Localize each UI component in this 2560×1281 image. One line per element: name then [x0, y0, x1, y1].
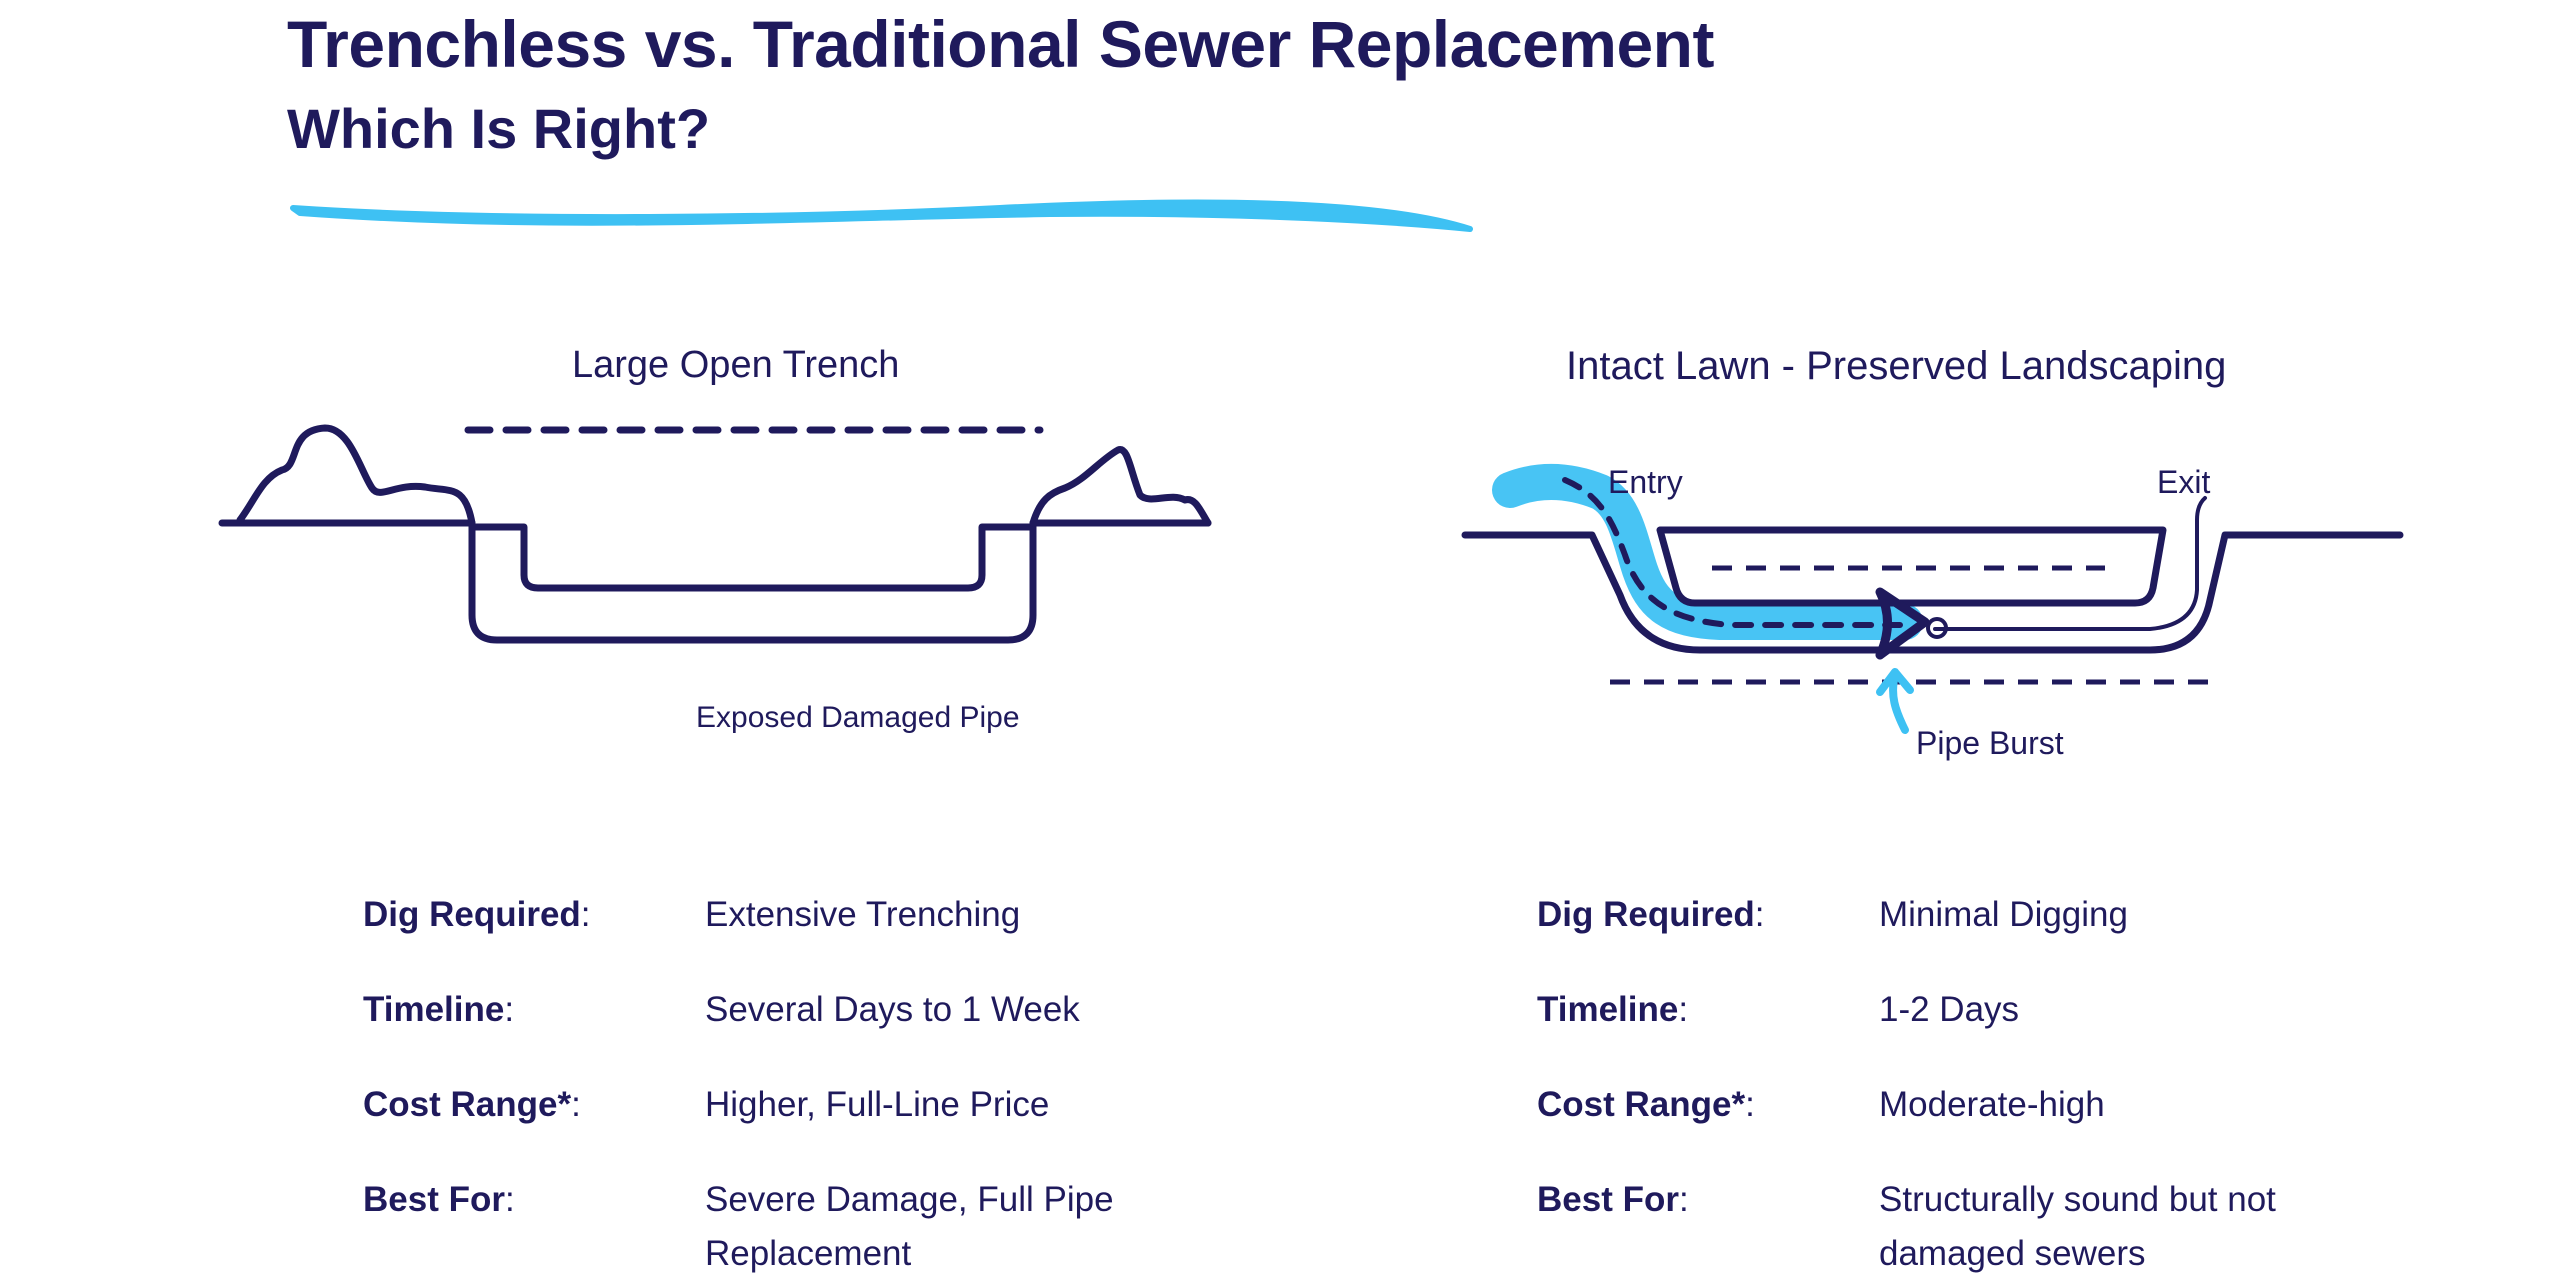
exposed-pipe-label: Exposed Damaged Pipe: [696, 701, 1020, 734]
spec-value: Structurally sound but not damaged sewer…: [1879, 1180, 2276, 1273]
pipe-burst-pointer-icon: [1876, 668, 1914, 734]
spec-key: Dig Required:: [1537, 895, 1765, 934]
dirt-mound-left: [236, 424, 476, 527]
spec-key: Timeline:: [363, 990, 515, 1029]
spec-key: Dig Required:: [363, 895, 591, 934]
exit-label: Exit: [2157, 464, 2211, 500]
spec-value: Several Days to 1 Week: [705, 990, 1080, 1029]
spec-key: Best For:: [363, 1180, 515, 1219]
spec-key: Cost Range*:: [363, 1085, 581, 1124]
spec-value: Extensive Trenching: [705, 895, 1021, 934]
pipe-burst-label: Pipe Burst: [1916, 725, 2064, 761]
exit-cable: [1933, 496, 2207, 631]
spec-key: Timeline:: [1537, 990, 1689, 1029]
dirt-mound-right: [1029, 446, 1212, 527]
spec-key: Cost Range*:: [1537, 1085, 1755, 1124]
spec-value: Higher, Full-Line Price: [705, 1085, 1050, 1124]
spec-value: Severe Damage, Full Pipe Replacement: [705, 1180, 1114, 1273]
ground-line: [1461, 531, 2404, 654]
page-subtitle: Which Is Right?: [287, 97, 711, 160]
bore-path-dashed: [1562, 477, 1903, 628]
trench-outer: [468, 519, 1037, 644]
trenchless-heading: Intact Lawn - Preserved Landscaping: [1566, 344, 2227, 388]
spec-value: Minimal Digging: [1879, 895, 2128, 934]
exposed-pipe: [468, 523, 1037, 592]
spec-value: 1-2 Days: [1879, 990, 2020, 1029]
spec-key: Best For:: [1537, 1180, 1689, 1219]
entry-label: Entry: [1608, 464, 1683, 500]
cable-ring: [1926, 617, 1948, 639]
existing-pipe: [1656, 526, 2167, 607]
spec-value: Moderate-high: [1879, 1085, 2105, 1124]
traditional-heading: Large Open Trench: [572, 344, 900, 386]
page-title: Trenchless vs. Traditional Sewer Replace…: [287, 7, 1714, 81]
